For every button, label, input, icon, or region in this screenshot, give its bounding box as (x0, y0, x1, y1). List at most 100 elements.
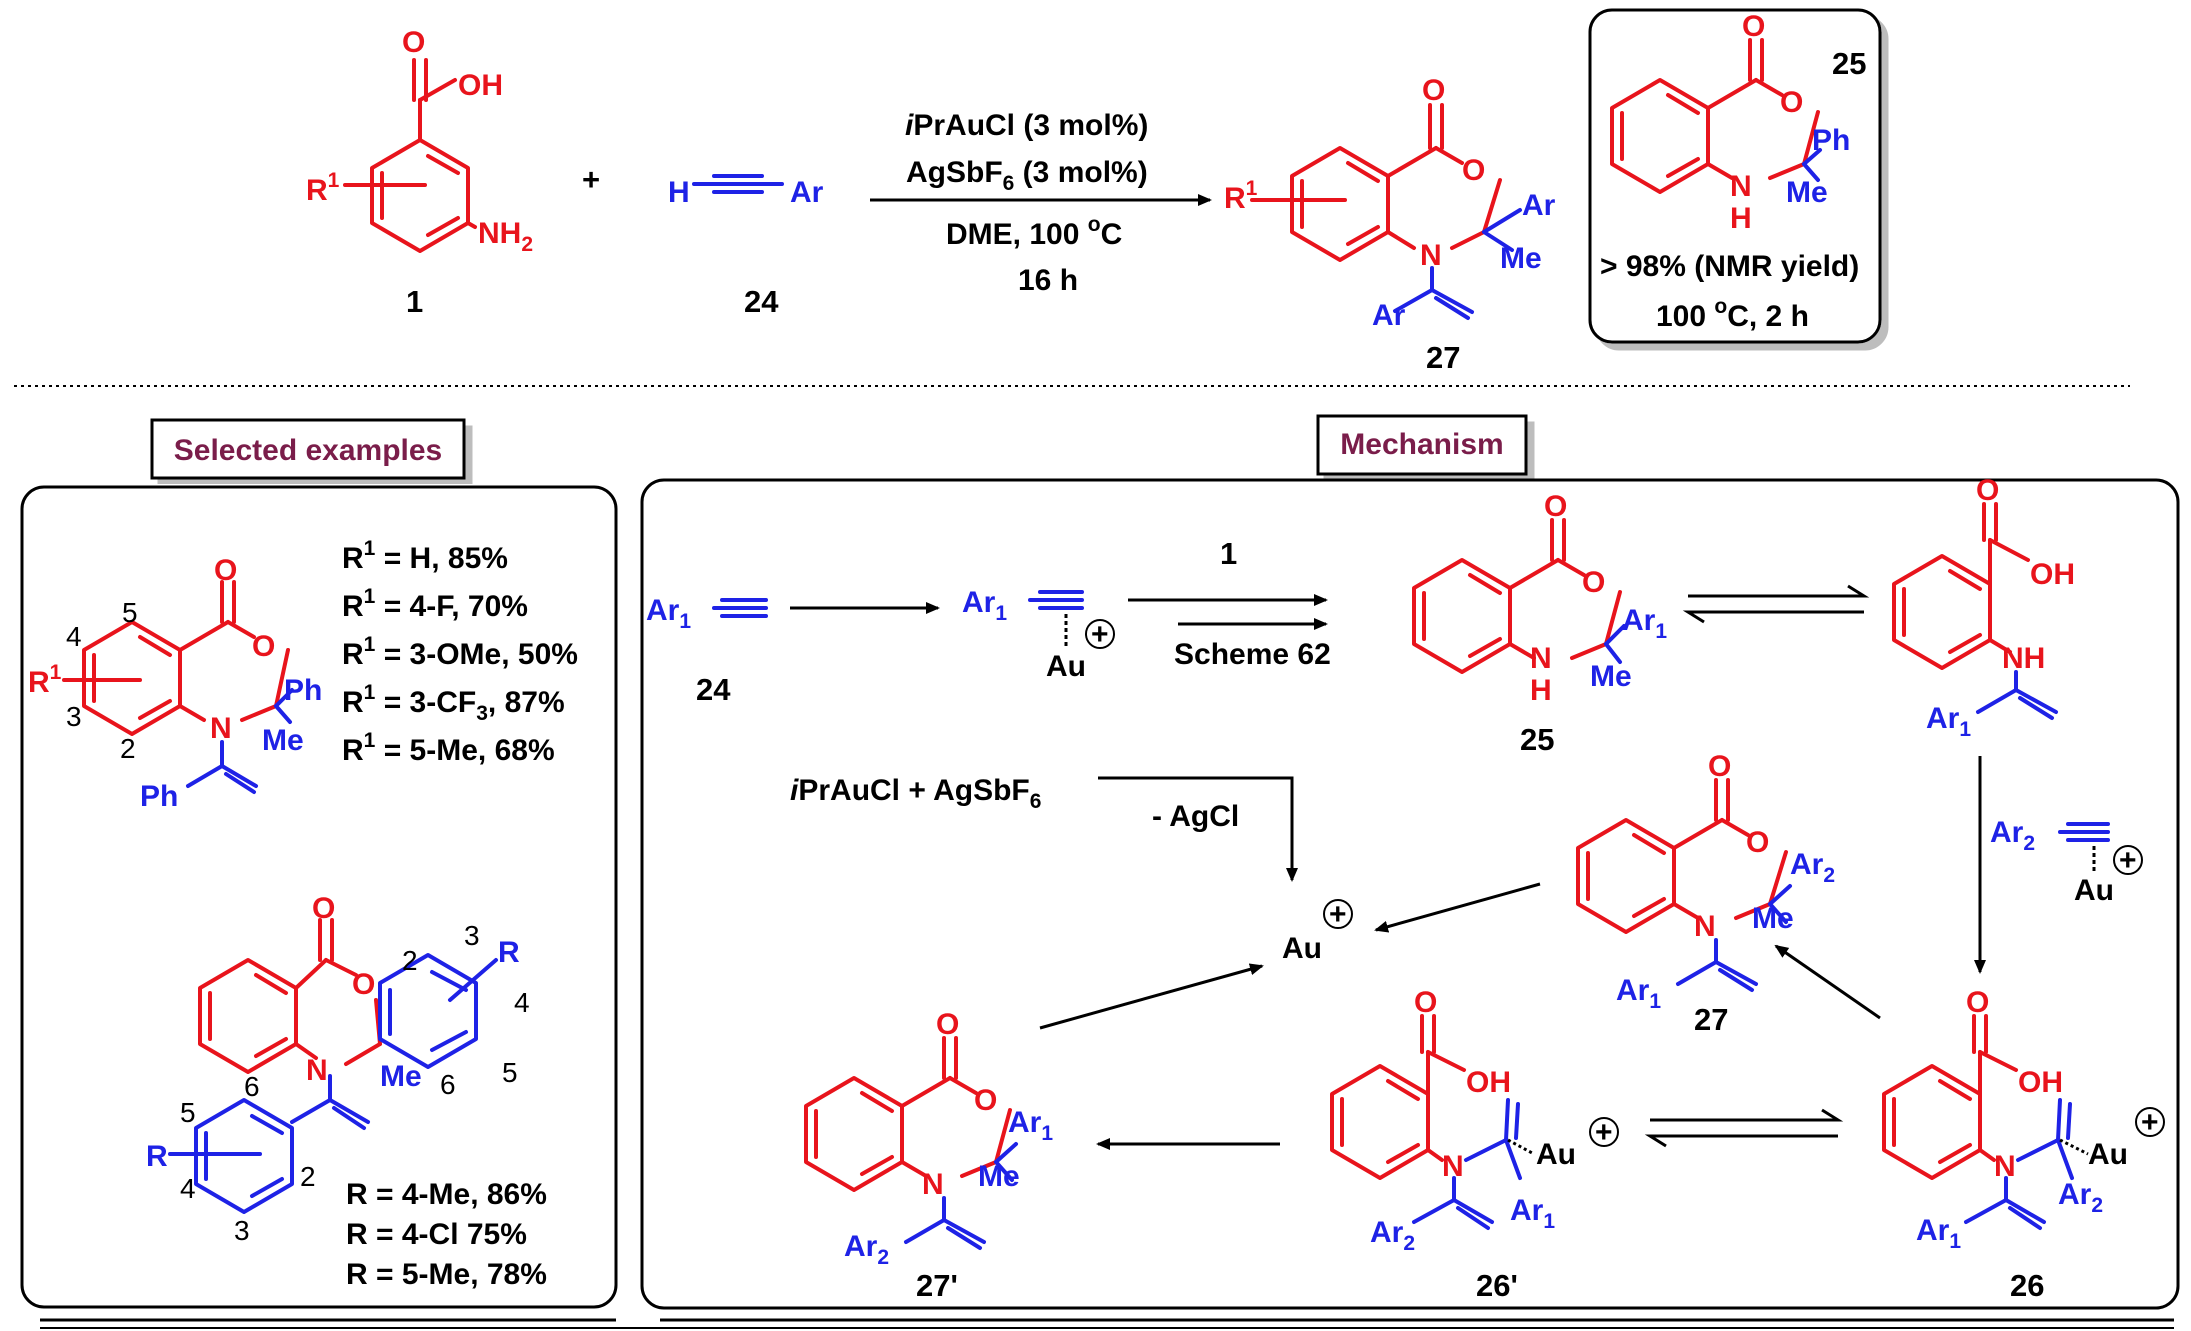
ex1-pos-5: 5 (122, 597, 138, 628)
mech-open-amine: O OH NH Ar1 (1892, 474, 2075, 741)
mech-cmpd-25: O O N H Ar1 Me 25 (1412, 490, 1667, 757)
ex2-pos-2: 2 (402, 945, 418, 976)
ex2-me: Me (380, 1060, 422, 1093)
label-1: 1 (406, 284, 423, 319)
alkyne-h: H (668, 176, 690, 209)
p27-me: Me (1500, 242, 1542, 275)
reactant-1-nh2: NH2 (478, 217, 533, 256)
b25-yield: > 98% (NMR yield) (1600, 250, 1859, 283)
m26p-ar2: Ar2 (1370, 1216, 1415, 1255)
b25-h: H (1730, 202, 1752, 235)
mech-label-25: 25 (1520, 722, 1554, 757)
b25-carbonyl-o: O (1742, 10, 1765, 43)
conditions: iPrAuCl (3 mol%) AgSbF6 (3 mol%) DME, 10… (870, 109, 1212, 297)
m25-ring-o: O (1582, 566, 1605, 599)
m27p-ring-o: O (974, 1084, 997, 1117)
m27p-me: Me (978, 1160, 1020, 1193)
ex1-ring-o: O (252, 630, 275, 663)
example-2-structure: O O N Me R R 2 3 4 5 6 6 5 4 3 2 (146, 892, 530, 1246)
cond-additive: AgSbF6 (3 mol%) (906, 156, 1148, 195)
m26p-carbonyl-o: O (1414, 986, 1437, 1019)
mech-catalyst: iPrAuCl + AgSbF6 - AgCl (790, 774, 1298, 882)
mech-arrow-below: Scheme 62 (1174, 638, 1331, 671)
b25-cond: 100 oC, 2 h (1656, 295, 1809, 333)
mech-label-24: 24 (696, 672, 731, 707)
cond-catalyst: iPrAuCl (3 mol%) (905, 109, 1148, 142)
mech-complex-ar: Ar1 (962, 586, 1007, 625)
open-ar: Ar1 (1926, 702, 1971, 741)
open-oh: OH (2030, 558, 2075, 591)
ex1-ph-vinyl: Ph (140, 780, 178, 813)
p27-ring-o: O (1462, 154, 1485, 187)
reactant-1: O OH NH2 R1 1 (306, 26, 533, 319)
ex2-pos-b4: 4 (180, 1173, 196, 1204)
open-carbonyl-o: O (1976, 474, 1999, 507)
ex2-result-1: R = 4-Me, 86% (346, 1178, 547, 1211)
mech-label-27: 27 (1694, 1002, 1728, 1037)
box-25: O O N H Ph Me 25 > 98% (NMR yield) 100 o… (1588, 8, 1882, 344)
alkyne-ar: Ar (790, 176, 824, 209)
m27-ar: Ar2 (1790, 848, 1835, 887)
p27-r1: R1 (1224, 177, 1258, 215)
ex2-pos-b3: 3 (234, 1215, 250, 1246)
reactant-1-oh: OH (458, 69, 503, 102)
m26-ar1: Ar1 (1916, 1214, 1961, 1253)
mech-label-26p: 26' (1476, 1268, 1518, 1303)
b25-ph: Ph (1812, 124, 1850, 157)
m27p-ar: Ar1 (1008, 1106, 1053, 1145)
mech-arrow-above: 1 (1220, 536, 1237, 571)
b25-me: Me (1786, 176, 1828, 209)
catalyst-minus: - AgCl (1152, 800, 1239, 833)
ex1-pos-3: 3 (66, 701, 82, 732)
m25-n: N (1530, 642, 1552, 675)
ex1-me: Me (262, 724, 304, 757)
cond-solvent: DME, 100 oC (946, 213, 1122, 251)
ex1-result-3: R1 = 3-OMe, 50% (342, 633, 578, 671)
mech-cmpd-27: O O N Ar2 Me Ar1 27 (1576, 750, 1835, 1037)
m26-plus: + (2141, 1106, 2159, 1139)
selected-examples-panel: Selected examples (20, 418, 618, 1322)
m27-me: Me (1752, 902, 1794, 935)
mechanism-panel: Mechanism Ar1 24 Ar1 Au + (640, 414, 2180, 1322)
b25-ring-o: O (1780, 86, 1803, 119)
ex2-result-2: R = 4-Cl 75% (346, 1218, 527, 1251)
m26p-au: Au (1536, 1138, 1576, 1171)
ex2-r-top: R (498, 936, 520, 969)
ex1-pos-2: 2 (120, 733, 136, 764)
mech-label-27p: 27' (916, 1268, 958, 1303)
m27p-carbonyl-o: O (936, 1008, 959, 1041)
ex2-pos-3: 3 (464, 920, 480, 951)
ex1-result-5: R1 = 5-Me, 68% (342, 729, 555, 767)
m25-ar: Ar1 (1622, 604, 1667, 643)
ex2-pos-6: 6 (440, 1069, 456, 1100)
ex1-r1: R1 (28, 661, 62, 699)
ex2-pos-b5: 5 (180, 1097, 196, 1128)
mech-au-complex: Ar1 Au + (962, 586, 1115, 683)
ex2-r-left: R (146, 1140, 168, 1173)
mechanism-header: Mechanism (1340, 428, 1503, 461)
m26p-oh: OH (1466, 1066, 1511, 1099)
selected-examples-header: Selected examples (174, 434, 443, 467)
m26-carbonyl-o: O (1966, 986, 1989, 1019)
ex2-pos-b6: 6 (244, 1071, 260, 1102)
m26-n: N (1994, 1150, 2016, 1183)
b25-n: N (1730, 170, 1752, 203)
ex1-ph: Ph (284, 674, 322, 707)
example-1-structure: O O N Ph Me Ph R1 5 4 3 2 (28, 554, 322, 813)
example-1-results: R1 = H, 85% R1 = 4-F, 70% R1 = 3-OMe, 50… (342, 537, 578, 767)
m26-ar2: Ar2 (2058, 1178, 2103, 1217)
catalyst-text: iPrAuCl + AgSbF6 (790, 774, 1041, 813)
m27p-ar-vinyl: Ar2 (844, 1230, 889, 1269)
au-ar2-plus: + (2119, 844, 2137, 877)
mech-alkyne-24: Ar1 24 (646, 594, 768, 707)
m27-ar-vinyl: Ar1 (1616, 974, 1661, 1013)
label-25-box: 25 (1832, 46, 1866, 81)
m26-au: Au (2088, 1138, 2128, 1171)
ex2-result-3: R = 5-Me, 78% (346, 1258, 547, 1291)
mech-complex-au: Au (1046, 650, 1086, 683)
reactant-1-carbonyl-o: O (402, 26, 425, 59)
m27-ring-o: O (1746, 826, 1769, 859)
mech-cmpd-26p: O OH N Au + Ar1 Ar2 26' (1330, 986, 1619, 1303)
ex1-result-2: R1 = 4-F, 70% (342, 585, 528, 623)
ex1-carbonyl-o: O (214, 554, 237, 587)
